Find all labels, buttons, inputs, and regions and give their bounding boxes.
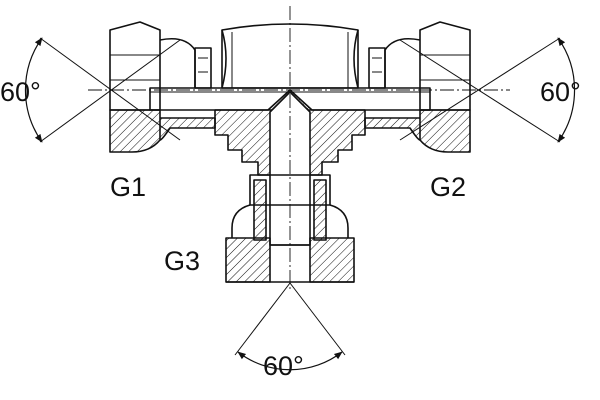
bottom-nut <box>225 237 355 283</box>
left-nut <box>109 21 216 153</box>
angle-left-label: 60° <box>0 77 41 107</box>
angle-bottom-label: 60° <box>263 351 304 381</box>
center-body <box>221 23 359 89</box>
right-nut <box>364 21 471 153</box>
port-g2-label: G2 <box>430 172 466 202</box>
port-g3-label: G3 <box>164 246 200 276</box>
center-lines <box>88 6 510 292</box>
angle-right-label: 60° <box>540 77 581 107</box>
angle-arcs <box>24 37 576 371</box>
port-g1-label: G1 <box>110 172 146 202</box>
cone-angle-lines <box>39 37 561 356</box>
